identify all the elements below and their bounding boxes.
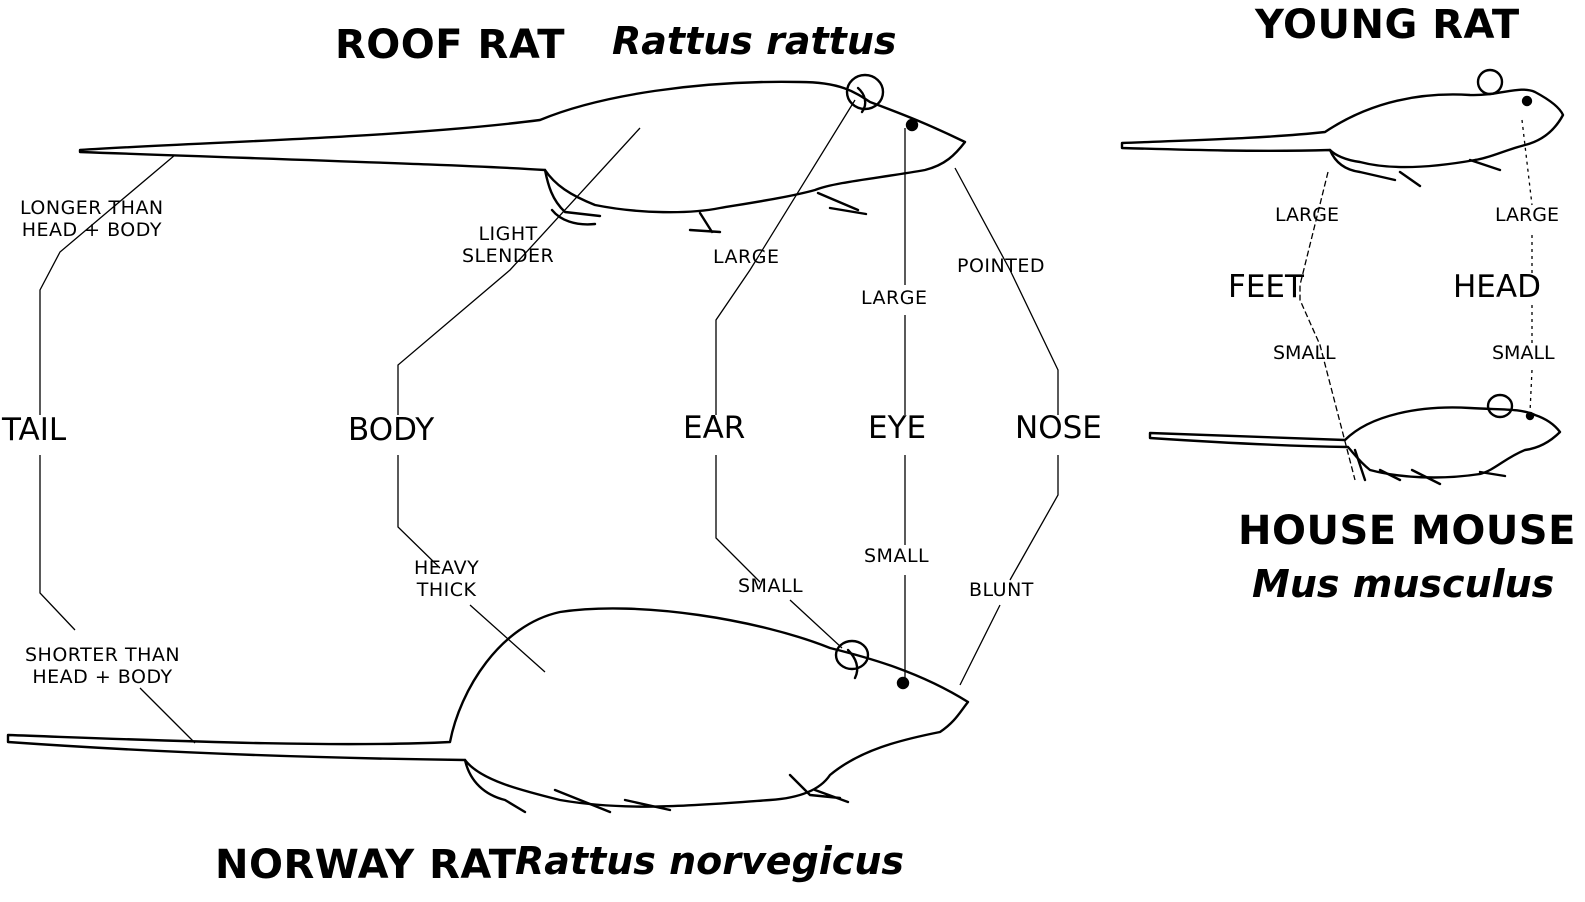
ear-leader-lower — [716, 455, 842, 648]
body-label: BODY — [348, 413, 434, 449]
head-mouse-descriptor: SMALL — [1492, 343, 1555, 365]
body-roof-line2: SLENDER — [462, 246, 554, 268]
body-norway-line1: HEAVY — [414, 558, 479, 580]
ear-label: EAR — [683, 411, 745, 447]
ear-norway-descriptor: SMALL — [738, 576, 803, 598]
eye-label: EYE — [868, 411, 926, 447]
eye-roof-descriptor: LARGE — [861, 288, 927, 310]
head-young-descriptor: LARGE — [1495, 205, 1559, 227]
body-leader-upper — [398, 128, 640, 415]
nose-leader-upper — [955, 168, 1058, 415]
house-mouse-illustration — [1150, 395, 1560, 484]
nose-norway-descriptor: BLUNT — [969, 580, 1034, 602]
tail-label: TAIL — [2, 413, 66, 449]
body-roof-descriptor: LIGHT SLENDER — [462, 224, 554, 268]
tail-leader-upper — [40, 155, 175, 415]
body-roof-line1: LIGHT — [462, 224, 554, 246]
eye-norway-descriptor: SMALL — [864, 546, 929, 568]
house-mouse-common-name: HOUSE MOUSE — [1238, 508, 1576, 554]
ear-roof-descriptor: LARGE — [713, 247, 779, 269]
tail-norway-line1: SHORTER THAN — [25, 645, 180, 667]
tail-roof-line1: LONGER THAN — [20, 198, 164, 220]
tail-roof-descriptor: LONGER THAN HEAD + BODY — [20, 198, 164, 242]
head-label: HEAD — [1453, 270, 1541, 306]
tail-norway-descriptor: SHORTER THAN HEAD + BODY — [25, 645, 180, 689]
house-mouse-scientific-name: Mus musculus — [1252, 563, 1554, 607]
body-norway-descriptor: HEAVY THICK — [414, 558, 479, 602]
norway-rat-illustration — [8, 608, 968, 812]
body-norway-line2: THICK — [414, 580, 479, 602]
feet-label: FEET — [1228, 270, 1304, 306]
norway-rat-scientific-name: Rattus norvegicus — [515, 840, 904, 884]
nose-roof-descriptor: POINTED — [957, 256, 1045, 278]
roof-rat-scientific-name: Rattus rattus — [612, 20, 897, 64]
nose-leader-lower — [960, 455, 1058, 685]
head-leader — [1522, 120, 1532, 412]
tail-roof-line2: HEAD + BODY — [20, 220, 164, 242]
feet-mouse-descriptor: SMALL — [1273, 343, 1336, 365]
young-rat-title: YOUNG RAT — [1255, 2, 1520, 48]
norway-rat-common-name: NORWAY RAT — [215, 842, 517, 888]
roof-rat-illustration — [80, 75, 965, 232]
roof-rat-common-name: ROOF RAT — [335, 22, 565, 68]
tail-norway-line2: HEAD + BODY — [25, 667, 180, 689]
young-rat-illustration — [1122, 70, 1563, 186]
nose-label: NOSE — [1015, 411, 1102, 447]
feet-young-descriptor: LARGE — [1275, 205, 1339, 227]
tail-leader-lower — [40, 455, 195, 743]
